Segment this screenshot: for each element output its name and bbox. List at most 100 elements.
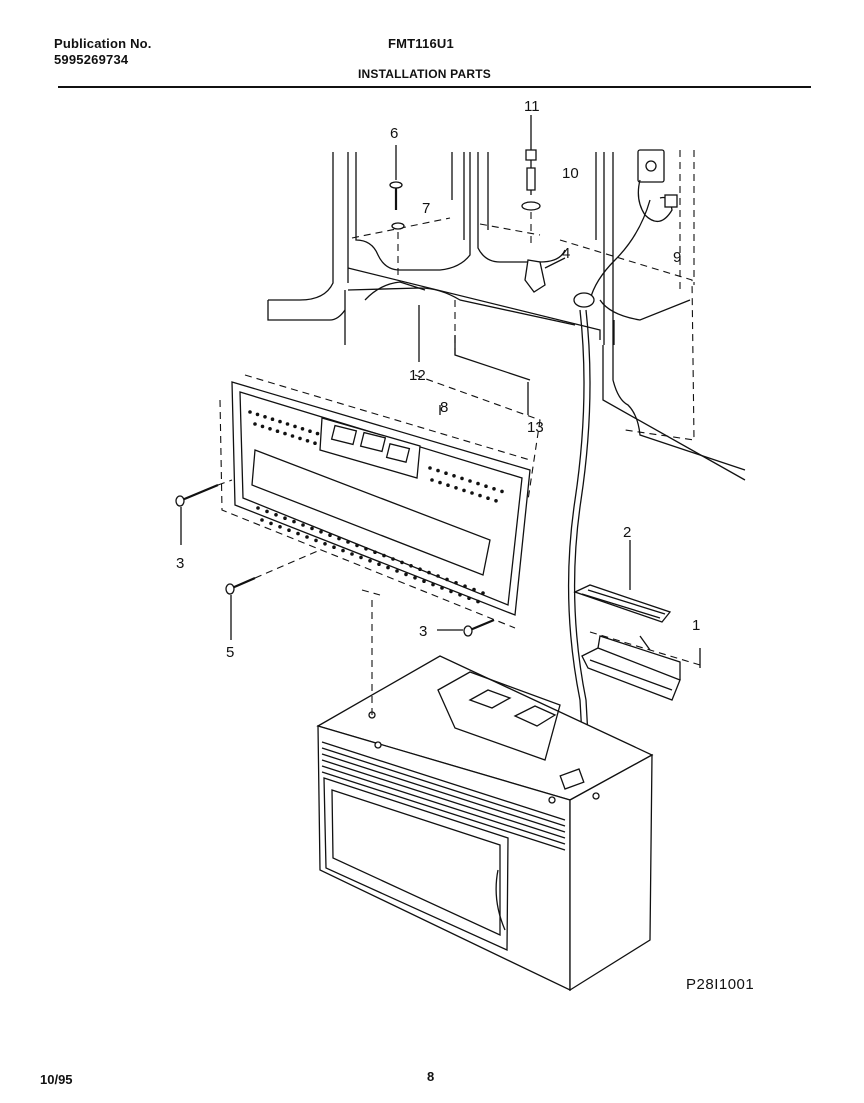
callout-9: 9	[673, 249, 681, 266]
vent-hole	[346, 540, 350, 544]
model-number: FMT116U1	[388, 36, 454, 51]
callout-7: 7	[422, 200, 430, 217]
callout-3-right: 3	[419, 623, 427, 640]
vent-hole	[472, 587, 476, 592]
vent-hole	[452, 474, 456, 478]
callout-12: 12	[409, 367, 426, 384]
callout-1: 1	[692, 617, 700, 634]
vent-hole	[470, 491, 474, 495]
louver-line	[321, 771, 566, 851]
vent-hole	[270, 417, 275, 422]
vent-hole	[308, 429, 312, 434]
vent-hole	[260, 518, 264, 522]
vent-hole	[476, 599, 480, 604]
vent-hole	[413, 576, 417, 580]
vent-hole	[422, 579, 426, 583]
page-number: 8	[427, 1069, 435, 1084]
vent-hole	[278, 525, 282, 529]
vent-hole	[395, 569, 399, 573]
bracket-4	[524, 257, 566, 293]
vent-hole	[364, 547, 368, 551]
callout-4: 4	[562, 245, 570, 262]
vent-hole	[290, 434, 295, 438]
vent-hole	[315, 431, 320, 436]
vent-hole	[301, 523, 305, 527]
vent-hole	[313, 441, 317, 446]
vent-hole	[430, 478, 434, 482]
wall-cabinet	[267, 150, 746, 481]
vent-hole	[359, 555, 363, 560]
vent-hole	[368, 559, 372, 563]
vent-hole	[305, 535, 309, 539]
publication-label: Publication No.	[54, 36, 152, 51]
vent-hole	[460, 476, 464, 481]
vent-hole	[305, 439, 310, 443]
vent-hole	[431, 582, 435, 587]
louver-line	[321, 741, 566, 821]
vent-hole	[310, 526, 314, 531]
top-bolt-11	[521, 115, 541, 245]
vent-hole	[260, 424, 265, 429]
callout-numbers: 1 2 3 3 4 5 6 7 8 9 10 11 12 13	[176, 98, 700, 661]
louver-line	[321, 759, 566, 839]
screw-5	[225, 549, 321, 640]
vent-louvers	[321, 741, 566, 851]
vent-hole	[265, 509, 269, 514]
vent-hole	[248, 410, 252, 414]
screw-3-left	[175, 479, 233, 545]
vent-hole	[293, 424, 297, 429]
vent-hole	[391, 557, 395, 561]
vent-hole	[467, 596, 471, 600]
vent-hole	[409, 564, 413, 568]
vent-hole	[476, 481, 480, 486]
callout-10: 10	[562, 165, 579, 182]
vent-hole	[404, 572, 408, 577]
vent-hole	[463, 584, 467, 588]
vent-hole	[332, 545, 336, 549]
vent-hole	[256, 506, 260, 510]
vent-hole	[444, 471, 448, 476]
vent-hole	[292, 519, 296, 524]
vent-hole	[478, 493, 482, 498]
vent-hole	[427, 570, 431, 575]
section-title: INSTALLATION PARTS	[358, 67, 491, 81]
header-rule	[58, 86, 811, 88]
publication-number: 5995269734	[54, 52, 129, 67]
callout-2: 2	[623, 524, 631, 541]
mounting-plate-8	[219, 374, 541, 629]
louver-line	[321, 765, 566, 845]
callout-5: 5	[226, 644, 234, 661]
callout-6: 6	[390, 125, 398, 142]
vent-hole	[300, 427, 305, 431]
louver-line	[321, 747, 566, 827]
vent-hole	[494, 499, 498, 503]
vent-hole	[418, 567, 422, 571]
callout-13: 13	[527, 419, 544, 436]
vent-hole	[484, 484, 488, 489]
vent-hole	[274, 513, 278, 517]
vent-hole	[386, 565, 390, 570]
plate-vent-holes	[248, 410, 504, 604]
louver-line	[321, 753, 566, 833]
vent-hole	[400, 560, 404, 565]
vent-hole	[440, 586, 444, 590]
microwave-oven	[316, 589, 654, 992]
vent-hole	[492, 487, 496, 491]
vent-hole	[268, 427, 272, 431]
vent-hole	[438, 480, 442, 485]
vent-hole	[298, 436, 302, 441]
vent-hole	[373, 550, 377, 554]
vent-hole	[283, 431, 287, 436]
vent-hole	[337, 536, 341, 541]
vent-hole	[328, 533, 332, 537]
part-1-filter	[581, 631, 701, 701]
callout-11: 11	[524, 98, 540, 115]
vent-hole	[382, 553, 386, 558]
vent-hole	[449, 589, 453, 594]
callout-8: 8	[440, 399, 448, 416]
power-cord	[567, 149, 678, 791]
vent-hole	[454, 486, 458, 490]
vent-hole	[355, 543, 359, 548]
vent-hole	[269, 521, 273, 526]
